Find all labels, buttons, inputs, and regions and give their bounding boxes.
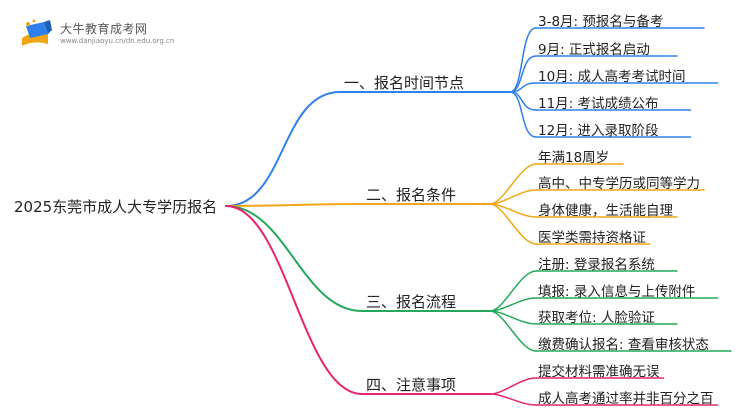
branch-label: 三、报名流程	[366, 293, 457, 311]
leaf-label: 10月: 成人高考考试时间	[538, 69, 686, 85]
leaf-label: 3-8月: 预报名与备考	[538, 14, 664, 30]
branch-connector	[225, 203, 363, 207]
leaf-connector	[509, 27, 537, 93]
leaf-connector	[489, 203, 537, 245]
logo-title: 大牛教育成考网	[60, 22, 148, 36]
branch-label: 二、报名条件	[366, 186, 457, 204]
leaf-connector	[509, 91, 537, 138]
leaf-label: 成人高考通过率并非百分之百	[538, 391, 714, 407]
leaf-label: 11月: 考试成绩公布	[538, 96, 659, 112]
leaf-label: 12月: 进入录取阶段	[538, 123, 659, 139]
root-node: 2025东莞市成人大专学历报名	[14, 198, 218, 216]
leaf-label: 高中、中专学历或同等学力	[538, 176, 700, 192]
leaf-connector	[489, 377, 537, 395]
site-logo: 大牛教育成考网 www.danjiaoyu.cn/dn.edu.org.cn	[18, 18, 188, 48]
leaf-label: 医学类需持资格证	[538, 230, 646, 246]
branch-label: 四、注意事项	[366, 376, 457, 394]
book-icon	[22, 19, 52, 46]
logo-url: www.danjiaoyu.cn/dn.edu.org.cn	[60, 37, 175, 45]
leaf-label: 获取考位: 人脸验证	[538, 310, 655, 326]
leaf-connector	[489, 310, 537, 352]
leaf-label: 填报: 录入信息与上传附件	[538, 284, 696, 300]
leaf-connector	[489, 163, 537, 205]
leaf-label: 身体健康，生活能自理	[538, 203, 673, 219]
branch-connector	[225, 91, 341, 207]
leaf-label: 注册: 登录报名系统	[538, 257, 655, 273]
leaf-label: 年满18周岁	[538, 150, 610, 166]
leaf-label: 提交材料需准确无误	[538, 364, 660, 380]
branch-connector	[225, 205, 363, 395]
branch-connector	[225, 205, 363, 312]
leaf-connector	[509, 91, 537, 111]
branch-label: 一、报名时间节点	[344, 74, 465, 92]
leaf-label: 缴费确认报名: 查看审核状态	[538, 337, 709, 353]
leaf-label: 9月: 正式报名启动	[538, 42, 650, 58]
leaf-connector	[489, 393, 537, 406]
